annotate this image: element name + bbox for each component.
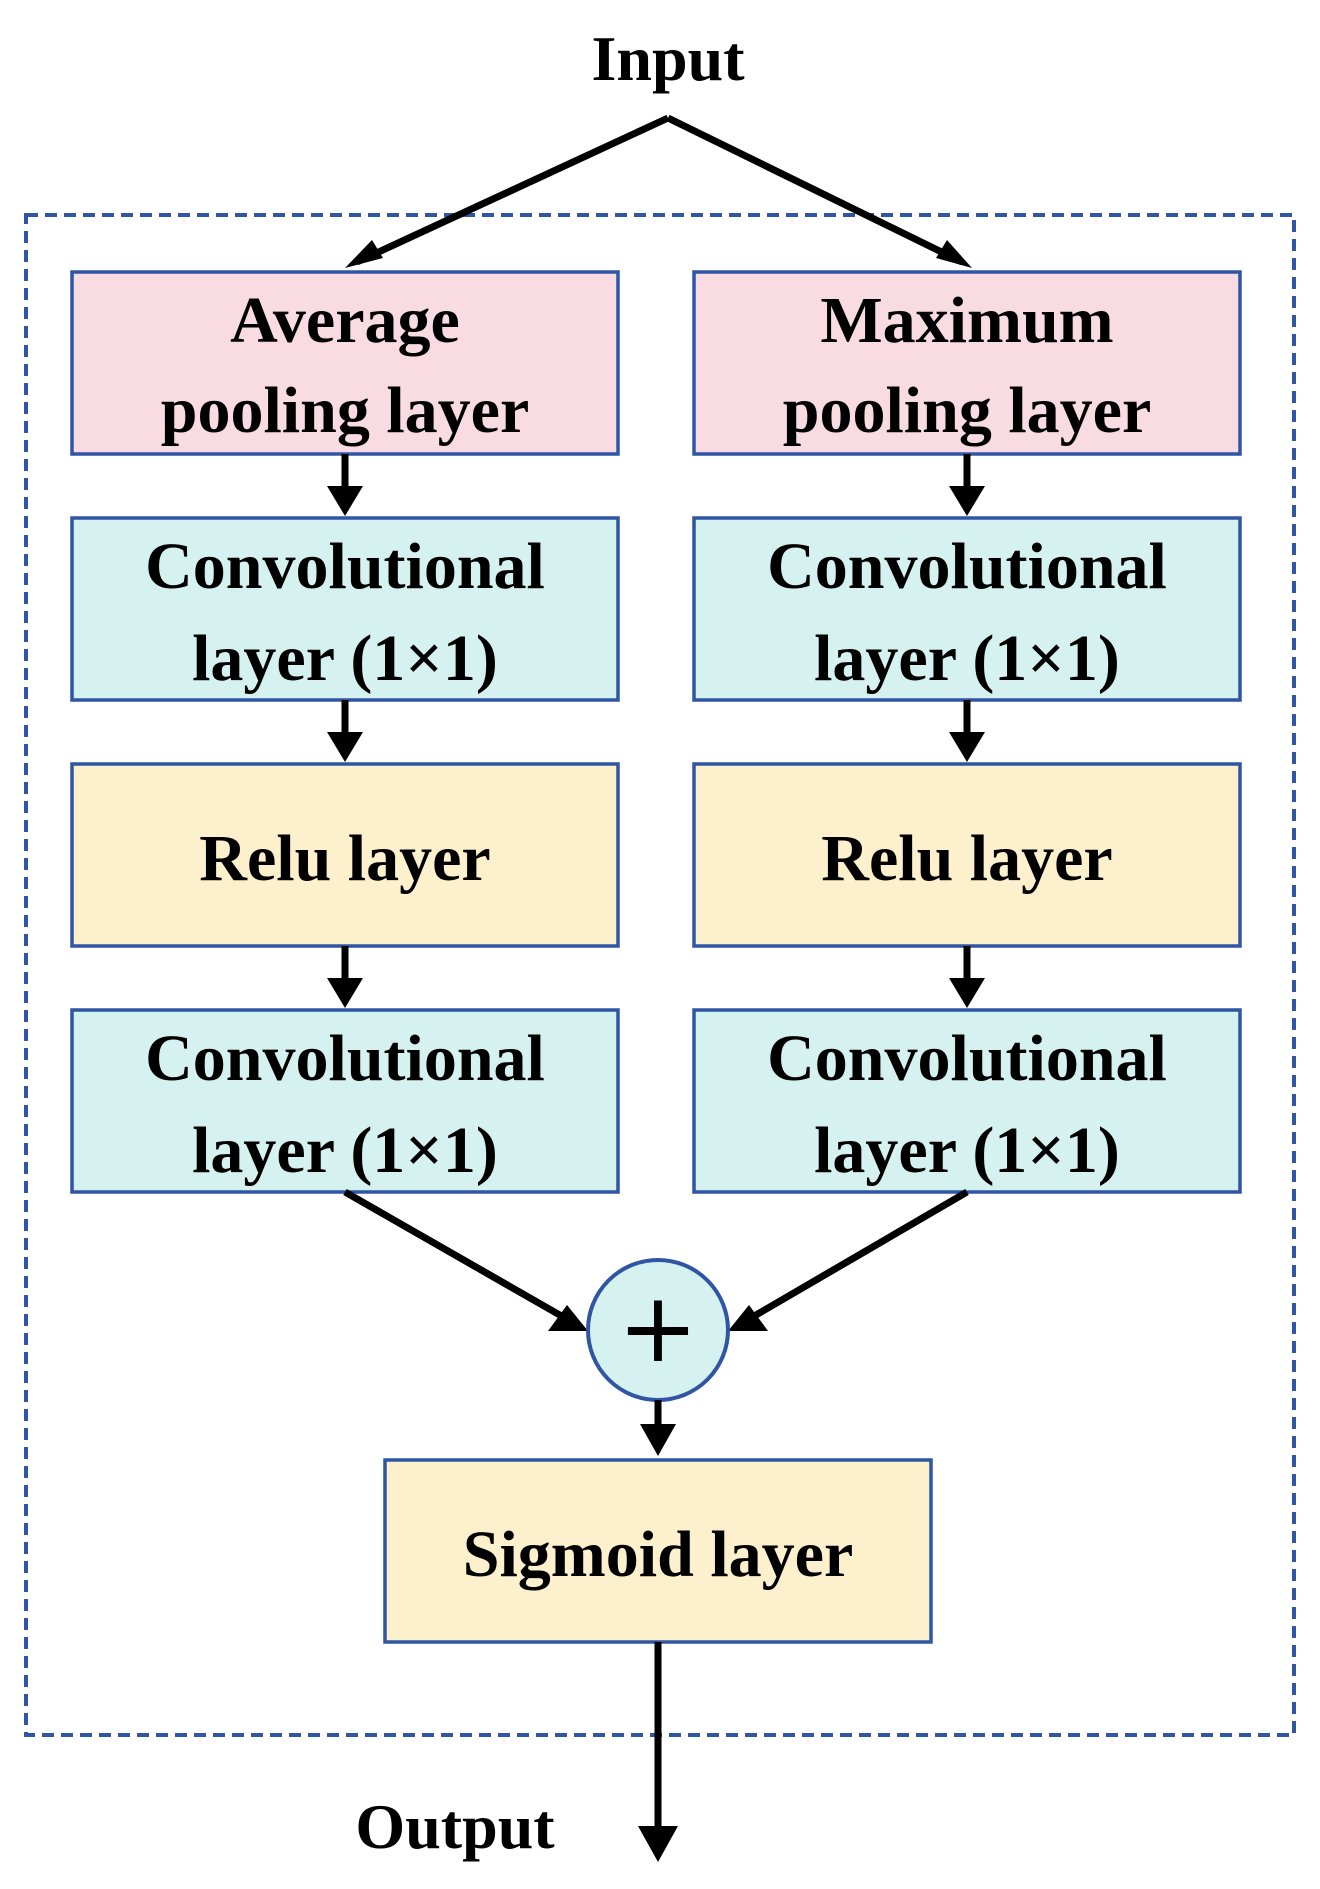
left-conv2-line1: Convolutional [145, 1022, 545, 1095]
left-conv2-box [70, 1008, 620, 1194]
right-conv1-box [692, 516, 1242, 702]
arrow-down-icon [949, 732, 985, 762]
right-conv1-line2: layer (1×1) [814, 622, 1120, 695]
arrow-down-icon [327, 486, 363, 516]
input-arrows [355, 114, 964, 266]
arrow-down-icon [936, 240, 972, 268]
output-label: Output [355, 1791, 555, 1862]
arrow-down-icon [640, 1424, 676, 1456]
right-pool-line2: pooling layer [783, 374, 1152, 447]
left-conv1-box [70, 516, 620, 702]
arrow-down-icon [327, 732, 363, 762]
right-conv2-box [692, 1008, 1242, 1194]
left-conv1-line2: layer (1×1) [192, 622, 498, 695]
right-pool-box [692, 270, 1242, 456]
arrow-down-icon [728, 1305, 768, 1331]
right-relu-box [692, 762, 1242, 948]
arrow-down-icon [949, 978, 985, 1008]
merge-arrows [343, 1188, 969, 1326]
branch-arrowheads [327, 486, 985, 1008]
arrow-down-icon [949, 486, 985, 516]
left-relu-label: Relu layer [199, 822, 490, 895]
sigmoid-box [383, 1458, 933, 1644]
merge-arrowheads [548, 1305, 768, 1331]
left-conv2-line2: layer (1×1) [192, 1114, 498, 1187]
right-relu-label: Relu layer [821, 822, 1112, 895]
left-pool-line2: pooling layer [161, 374, 530, 447]
left-conv1-line1: Convolutional [145, 530, 545, 603]
input-label: Input [592, 23, 746, 94]
arrow-down-icon [638, 1826, 678, 1862]
right-conv2-line1: Convolutional [767, 1022, 1167, 1095]
right-conv2-line2: layer (1×1) [814, 1114, 1120, 1187]
arrow-down-icon [345, 240, 383, 268]
arrow-down-icon [327, 978, 363, 1008]
sigmoid-label: Sigmoid layer [463, 1518, 854, 1591]
right-pool-line1: Maximum [820, 284, 1113, 357]
sum-symbol: + [618, 1272, 698, 1384]
left-pool-line1: Average [230, 284, 460, 357]
arrow-down-icon [548, 1305, 588, 1331]
right-conv1-line1: Convolutional [767, 530, 1167, 603]
input-arrowheads [345, 240, 972, 268]
